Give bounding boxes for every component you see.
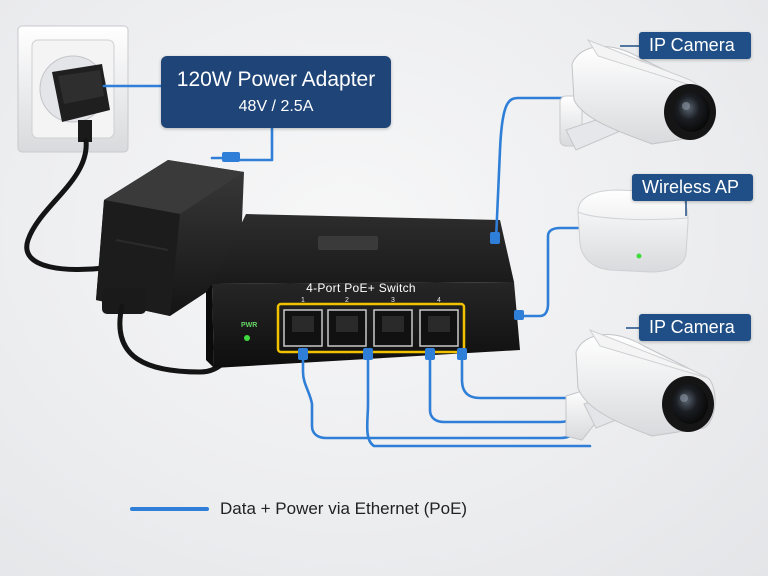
wireless-ap [577,189,689,273]
adapter-title: 120W Power Adapter [176,67,376,91]
port-number-3: 3 [391,297,395,304]
port-2 [327,309,367,347]
ethernet-cable-2 [365,354,592,448]
ac-cord [24,137,107,272]
ip-camera-top [559,38,716,151]
camera-bottom-label: IP Camera [639,314,751,341]
cable-boot-4 [457,348,467,360]
switch-label: 4-Port PoE+ Switch [306,281,416,295]
ip-camera-bottom [565,328,716,441]
adapter-spec: 48V / 2.5A [238,97,314,115]
port-number-4: 4 [437,297,441,304]
cable-boot-ap [514,310,524,320]
pwr-led [244,335,250,341]
port-group [276,302,466,354]
port-4 [419,309,459,347]
port-number-1: 1 [301,297,305,304]
adapter-callout-leader [238,124,274,162]
ethernet-cable-camera-top [494,96,580,242]
cable-boot-1 [298,348,308,360]
adapter-callout: 120W Power Adapter 48V / 2.5A [161,56,391,128]
cable-boot-2 [363,348,373,360]
port-number-2: 2 [345,297,349,304]
power-plug [52,64,110,142]
access-point-label: Wireless AP [632,174,753,201]
ethernet-cable-3 [428,354,590,424]
camera-top-label: IP Camera [639,32,751,59]
adapter-dc-jack [222,152,240,162]
power-adapter [96,160,244,316]
cable-boot-top [490,232,500,244]
legend-label: Data + Power via Ethernet (PoE) [220,499,468,518]
port-3 [373,309,413,347]
port-1 [283,309,323,347]
ethernet-cable-ap [518,226,588,318]
pwr-label: PWR [241,322,258,329]
cable-boot-3 [425,348,435,360]
